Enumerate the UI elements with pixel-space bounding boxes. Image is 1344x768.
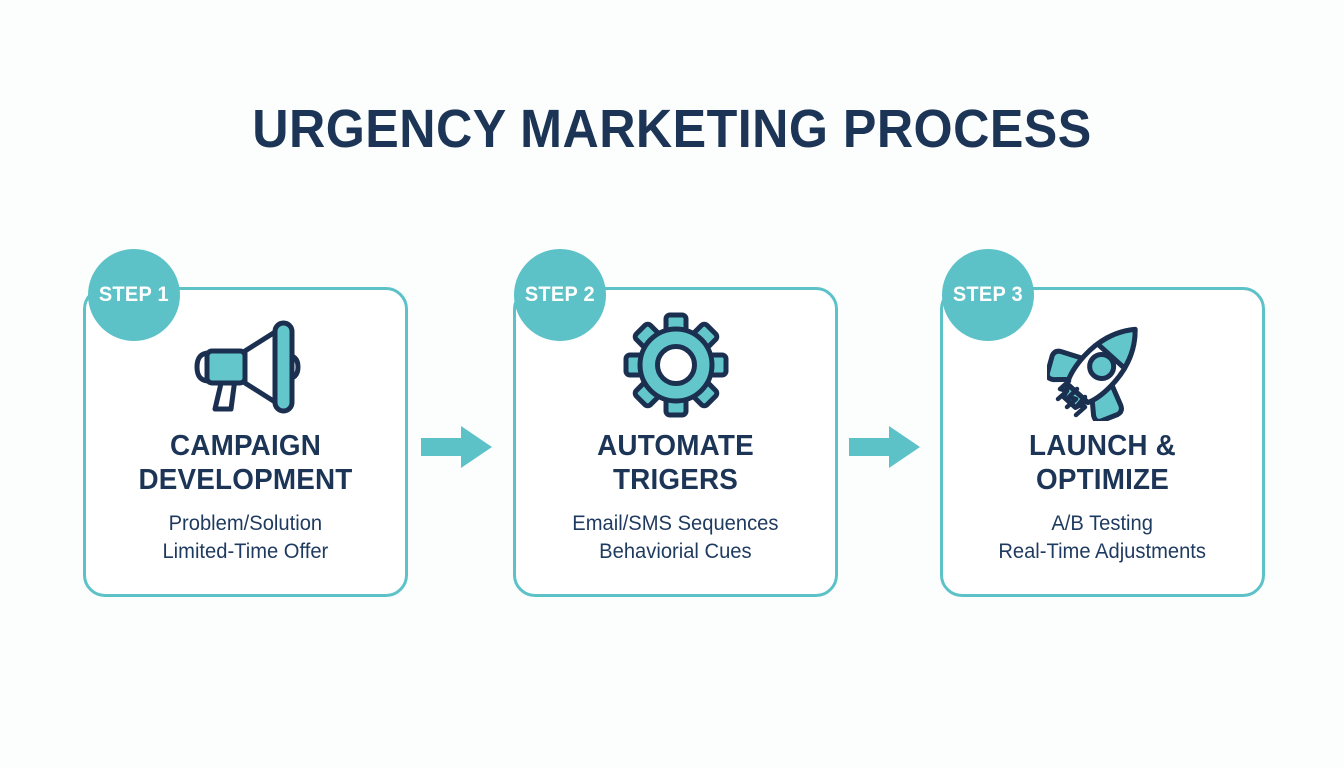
step-card-3-detail-line: A/B Testing bbox=[1051, 511, 1154, 535]
step-card-1-detail-line: Limited-Time Offer bbox=[162, 540, 329, 564]
step-card-1-heading: CAMPAIGN DEVELOPMENT bbox=[138, 430, 353, 496]
step-card-1-detail-line: Problem/Solution bbox=[168, 511, 323, 535]
step-card-2-detail-line: Behaviorial Cues bbox=[599, 540, 752, 564]
megaphone-icon bbox=[187, 310, 305, 420]
step-card-2-content: AUTOMATE TRIGERS Email/SMS Sequences Beh… bbox=[516, 290, 835, 594]
gear-icon bbox=[622, 310, 730, 420]
step-badge-1-label: STEP 1 bbox=[98, 283, 170, 306]
step-card-1-content: CAMPAIGN DEVELOPMENT Problem/Solution Li… bbox=[86, 290, 405, 594]
step-card-3-heading: LAUNCH & OPTIMIZE bbox=[1029, 430, 1176, 496]
step-badge-2[interactable]: STEP 2 bbox=[514, 249, 606, 341]
step-badge-3[interactable]: STEP 3 bbox=[942, 249, 1034, 341]
step-card-3-content: LAUNCH & OPTIMIZE A/B Testing Real-Time … bbox=[943, 290, 1262, 594]
step-card-2-detail-line: Email/SMS Sequences bbox=[572, 511, 779, 535]
step-badge-3-label: STEP 3 bbox=[952, 283, 1024, 306]
step-badge-2-label: STEP 2 bbox=[524, 283, 596, 306]
arrow-right-icon bbox=[849, 424, 921, 470]
step-card-2-heading: AUTOMATE TRIGERS bbox=[597, 430, 754, 496]
rocket-icon bbox=[1046, 310, 1159, 421]
step-card-1-details: Problem/Solution Limited-Time Offer bbox=[155, 510, 336, 567]
page-title: URGENCY MARKETING PROCESS bbox=[252, 99, 1092, 159]
step-card-2-details: Email/SMS Sequences Behaviorial Cues bbox=[565, 510, 787, 567]
step-card-3-details: A/B Testing Real-Time Adjustments bbox=[991, 510, 1214, 567]
step-card-3-detail-line: Real-Time Adjustments bbox=[998, 540, 1207, 564]
arrow-right-icon bbox=[421, 424, 493, 470]
step-badge-1[interactable]: STEP 1 bbox=[88, 249, 180, 341]
